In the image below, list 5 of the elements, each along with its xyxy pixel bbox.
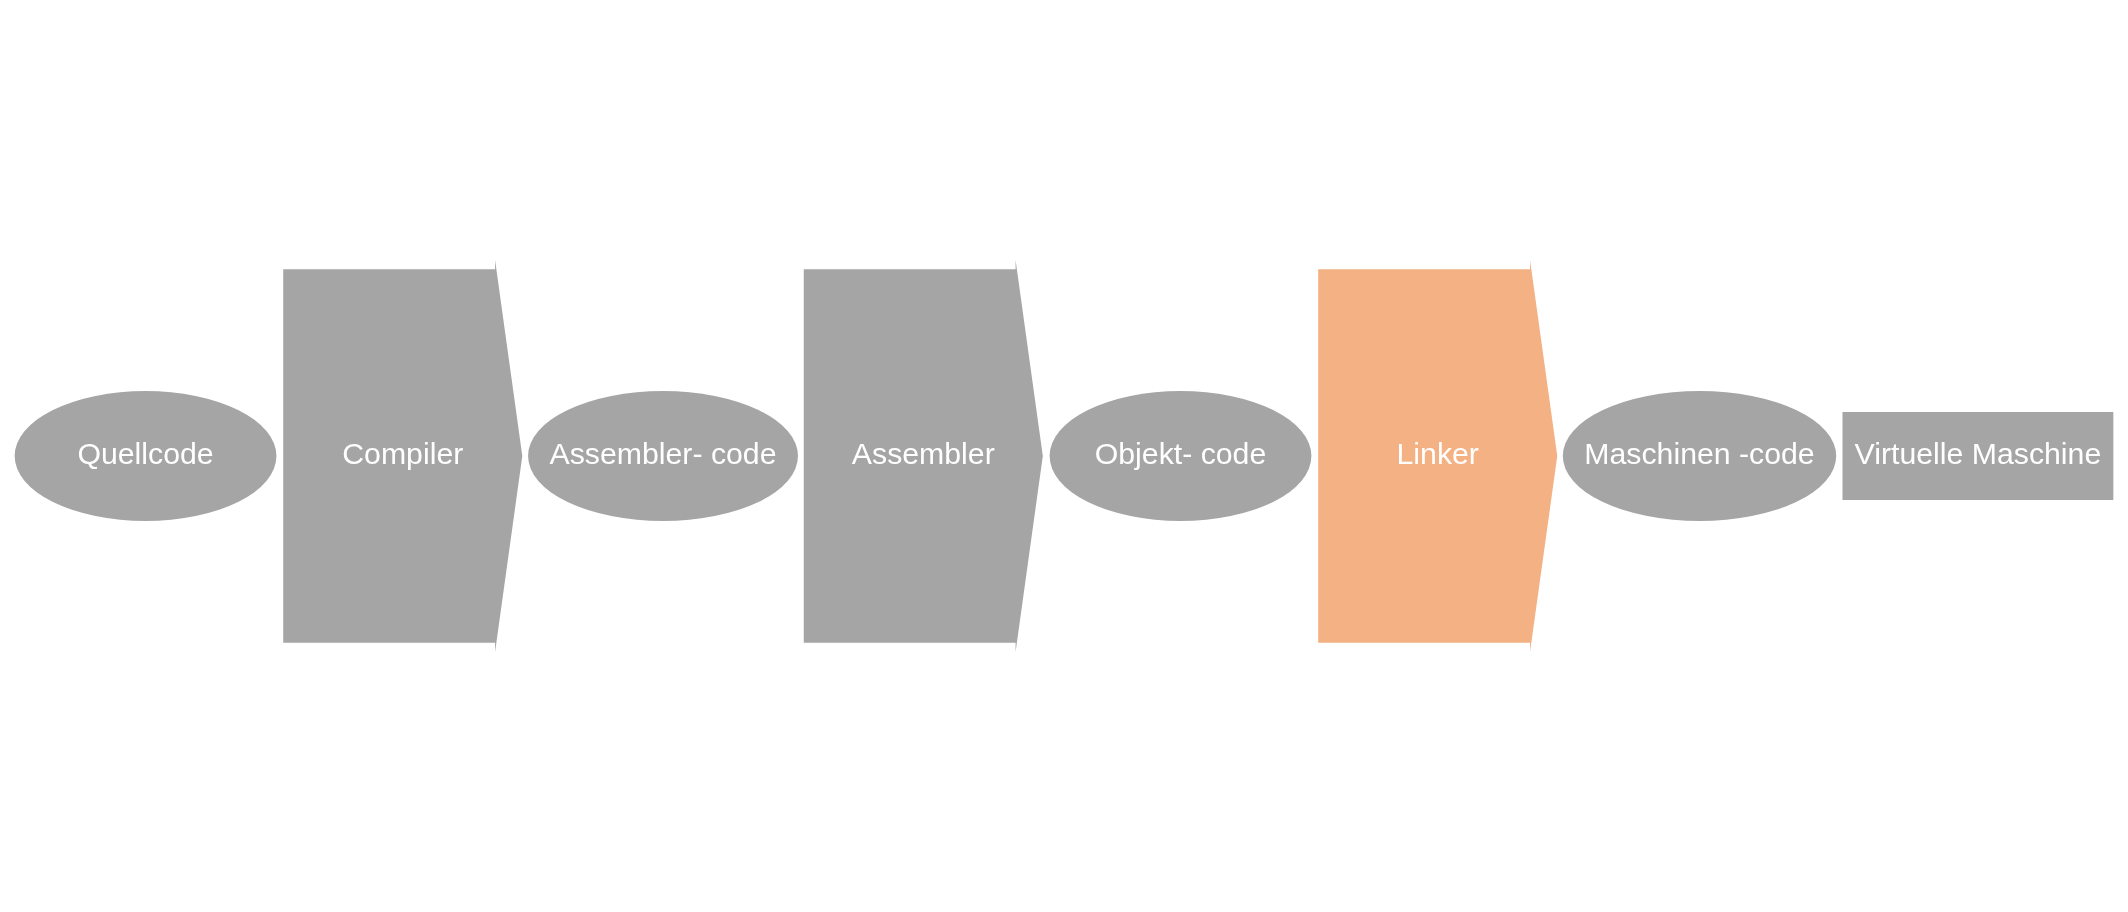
node-ellipse: Assembler- code	[528, 390, 798, 522]
node-ellipse: Objekt- code	[1049, 390, 1312, 522]
node-ellipse: Maschinen -code	[1562, 390, 1837, 522]
node-ellipse: Quellcode	[14, 390, 277, 522]
node-box: Virtuelle Maschine	[1842, 412, 2114, 500]
